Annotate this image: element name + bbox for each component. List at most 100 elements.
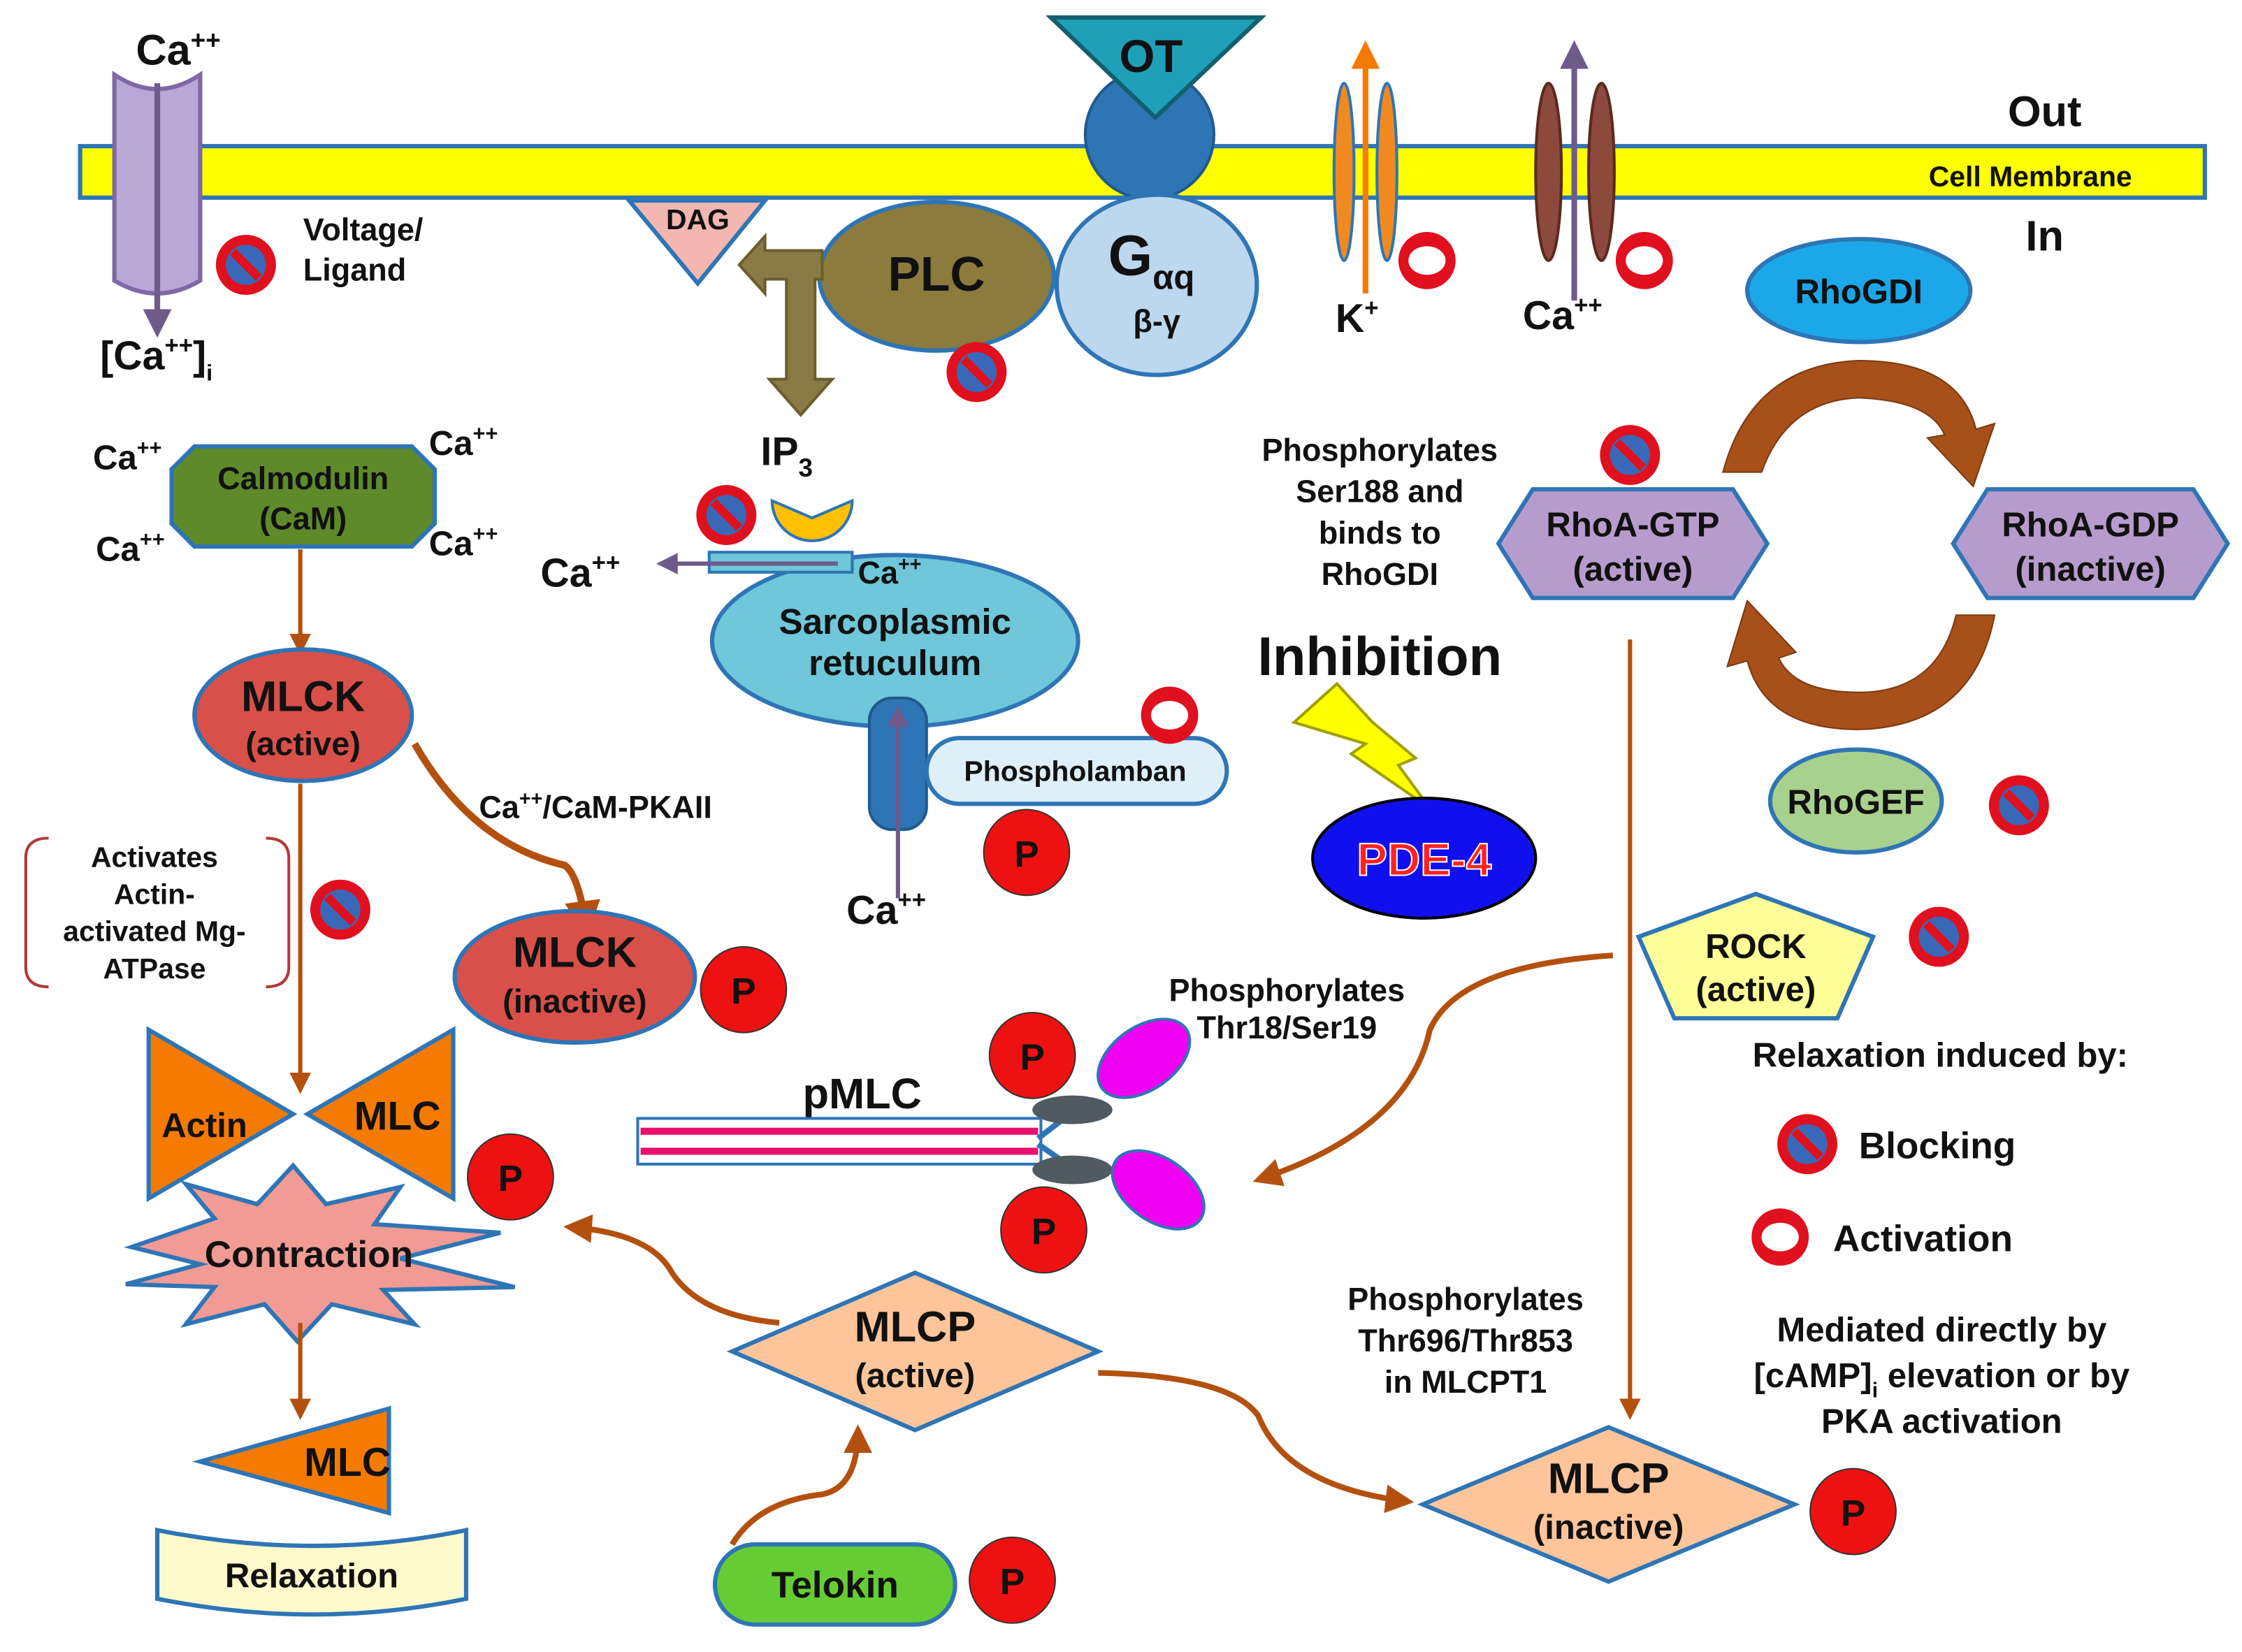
svg-text:Ca++: Ca++ xyxy=(429,521,498,563)
svg-text:Actin-: Actin- xyxy=(114,878,195,911)
voltage-ligand-ca-channel xyxy=(112,71,203,338)
svg-text:PKA activation: PKA activation xyxy=(1821,1403,2062,1440)
activation-icon xyxy=(1141,686,1199,744)
svg-text:β-γ: β-γ xyxy=(1133,303,1180,339)
svg-text:P: P xyxy=(1000,1562,1025,1603)
svg-text:Thr18/Ser19: Thr18/Ser19 xyxy=(1196,1010,1377,1045)
svg-text:PDE-4: PDE-4 xyxy=(1357,834,1491,885)
block-icon xyxy=(216,235,276,295)
k-channel xyxy=(1332,40,1398,294)
svg-text:DAG: DAG xyxy=(666,203,730,236)
block-icon xyxy=(1600,425,1660,485)
svg-text:Calmodulin: Calmodulin xyxy=(217,461,389,496)
svg-text:MLCP: MLCP xyxy=(854,1303,976,1352)
cell-membrane-label: Cell Membrane xyxy=(1929,160,2132,192)
pde4-enzyme xyxy=(1311,797,1538,920)
svg-text:Phospholamban: Phospholamban xyxy=(964,755,1186,788)
gq-protein xyxy=(1054,192,1259,377)
svg-text:RhoGDI: RhoGDI xyxy=(1322,556,1438,592)
svg-text:in MLCPT1: in MLCPT1 xyxy=(1384,1364,1547,1400)
svg-text:Thr696/Thr853: Thr696/Thr853 xyxy=(1358,1323,1573,1358)
svg-text:binds to: binds to xyxy=(1319,515,1441,551)
svg-text:Mediated directly by: Mediated directly by xyxy=(1777,1312,2107,1349)
svg-text:MLCK: MLCK xyxy=(513,929,637,977)
rock-active xyxy=(1635,891,1876,1021)
lightning-icon xyxy=(1291,681,1431,810)
svg-text:P: P xyxy=(1020,1037,1044,1078)
phospholamban xyxy=(924,736,1229,806)
svg-text:[cAMP]i elevation or by: [cAMP]i elevation or by xyxy=(1753,1357,2129,1402)
svg-text:ATPase: ATPase xyxy=(103,952,205,985)
svg-text:Relaxation: Relaxation xyxy=(225,1557,398,1595)
svg-text:IP3: IP3 xyxy=(760,429,813,481)
ip3-receptor xyxy=(770,498,854,542)
plc-ip3-arrow xyxy=(737,232,836,417)
block-icon xyxy=(946,342,1006,402)
svg-text:Inhibition: Inhibition xyxy=(1257,627,1502,687)
svg-text:RhoGDI: RhoGDI xyxy=(1795,273,1923,311)
svg-text:(inactive): (inactive) xyxy=(502,983,647,1020)
svg-text:PLC: PLC xyxy=(888,247,985,301)
svg-text:pMLC: pMLC xyxy=(802,1070,921,1118)
svg-text:Activates: Activates xyxy=(91,841,218,873)
svg-text:Ca++: Ca++ xyxy=(1523,293,1603,339)
svg-text:Ca++: Ca++ xyxy=(429,421,498,463)
svg-text:Telokin: Telokin xyxy=(772,1565,899,1606)
svg-text:MLC: MLC xyxy=(354,1094,441,1139)
svg-text:Gαq: Gαq xyxy=(1108,224,1195,296)
svg-text:retuculum: retuculum xyxy=(809,643,981,683)
block-icon xyxy=(1777,1114,1837,1174)
svg-text:P: P xyxy=(498,1159,523,1200)
svg-text:Phosphorylates: Phosphorylates xyxy=(1347,1282,1584,1317)
svg-text:(active): (active) xyxy=(1572,551,1693,588)
dag-triangle xyxy=(624,198,770,287)
svg-text:(active): (active) xyxy=(855,1357,975,1395)
svg-text:(active): (active) xyxy=(245,725,361,762)
svg-text:Ca++: Ca++ xyxy=(136,26,220,75)
svg-text:Ca++: Ca++ xyxy=(846,887,926,934)
activation-icon xyxy=(1751,1208,1809,1266)
svg-text:P: P xyxy=(1841,1493,1865,1534)
svg-text:OT: OT xyxy=(1120,31,1183,82)
block-icon xyxy=(310,880,370,940)
block-icon xyxy=(1989,775,2049,835)
svg-text:P: P xyxy=(1014,834,1039,875)
svg-text:Sarcoplasmic: Sarcoplasmic xyxy=(779,602,1011,642)
rhoa-gdp xyxy=(1951,487,2231,600)
mlc-triangle xyxy=(303,1026,456,1203)
activation-icon xyxy=(1398,231,1456,289)
svg-text:activated Mg-: activated Mg- xyxy=(63,915,245,948)
mlc-relaxed-triangle xyxy=(191,1405,391,1516)
svg-text:MLCK: MLCK xyxy=(241,672,365,720)
svg-text:Ser188 and: Ser188 and xyxy=(1296,474,1463,509)
actin-triangle xyxy=(146,1026,298,1203)
svg-text:(active): (active) xyxy=(1695,971,1816,1009)
svg-text:(inactive): (inactive) xyxy=(1533,1509,1684,1546)
telokin xyxy=(712,1542,957,1627)
svg-text:Phosphorylates: Phosphorylates xyxy=(1169,973,1405,1008)
svg-text:RhoA-GDP: RhoA-GDP xyxy=(2002,507,2179,544)
out-label: Out xyxy=(2008,88,2082,136)
svg-text:P: P xyxy=(1032,1211,1056,1252)
rhoa-gtp xyxy=(1496,487,1770,600)
svg-text:Ca++: Ca++ xyxy=(858,553,922,590)
contraction-burst xyxy=(124,1162,516,1345)
block-icon xyxy=(1909,907,1969,967)
calmodulin-box xyxy=(169,444,437,549)
svg-text:Actin: Actin xyxy=(161,1107,247,1145)
svg-text:Ca++: Ca++ xyxy=(540,550,620,596)
svg-text:RhoGEF: RhoGEF xyxy=(1787,784,1924,822)
svg-text:MLC: MLC xyxy=(304,1440,391,1485)
svg-text:Ca++: Ca++ xyxy=(96,527,165,568)
svg-text:P: P xyxy=(731,971,755,1013)
svg-text:(CaM): (CaM) xyxy=(259,500,347,536)
rho-cycle-arrow-top xyxy=(1721,360,1996,488)
mlck-active xyxy=(192,647,414,783)
activation-icon xyxy=(1615,231,1673,289)
svg-text:Ligand: Ligand xyxy=(303,252,406,287)
svg-text:Activation: Activation xyxy=(1833,1219,2013,1260)
svg-text:Ca++/CaM-PKAII: Ca++/CaM-PKAII xyxy=(479,788,711,825)
in-label: In xyxy=(2025,212,2064,261)
svg-text:MLCP: MLCP xyxy=(1548,1454,1670,1502)
rhogef xyxy=(1767,747,1944,855)
